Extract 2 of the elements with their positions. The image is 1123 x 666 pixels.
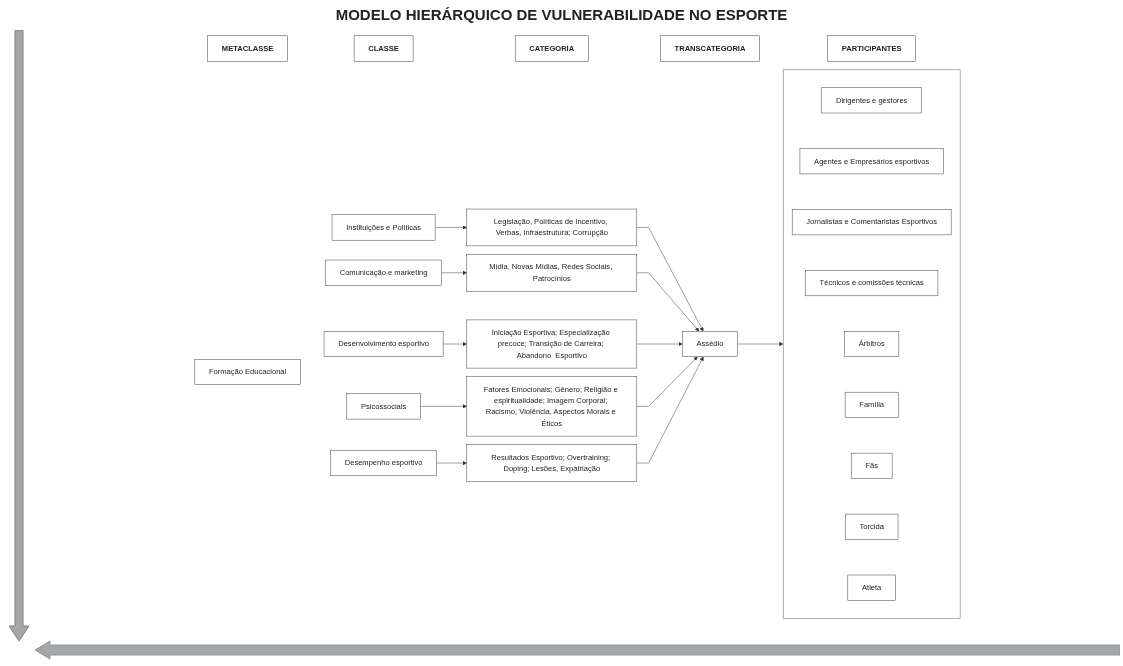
cluster xyxy=(783,69,961,619)
diagram-title: MODELO HIERÁRQUICO DE VULNERABILIDADE NO ESPORTE xyxy=(334,6,789,23)
